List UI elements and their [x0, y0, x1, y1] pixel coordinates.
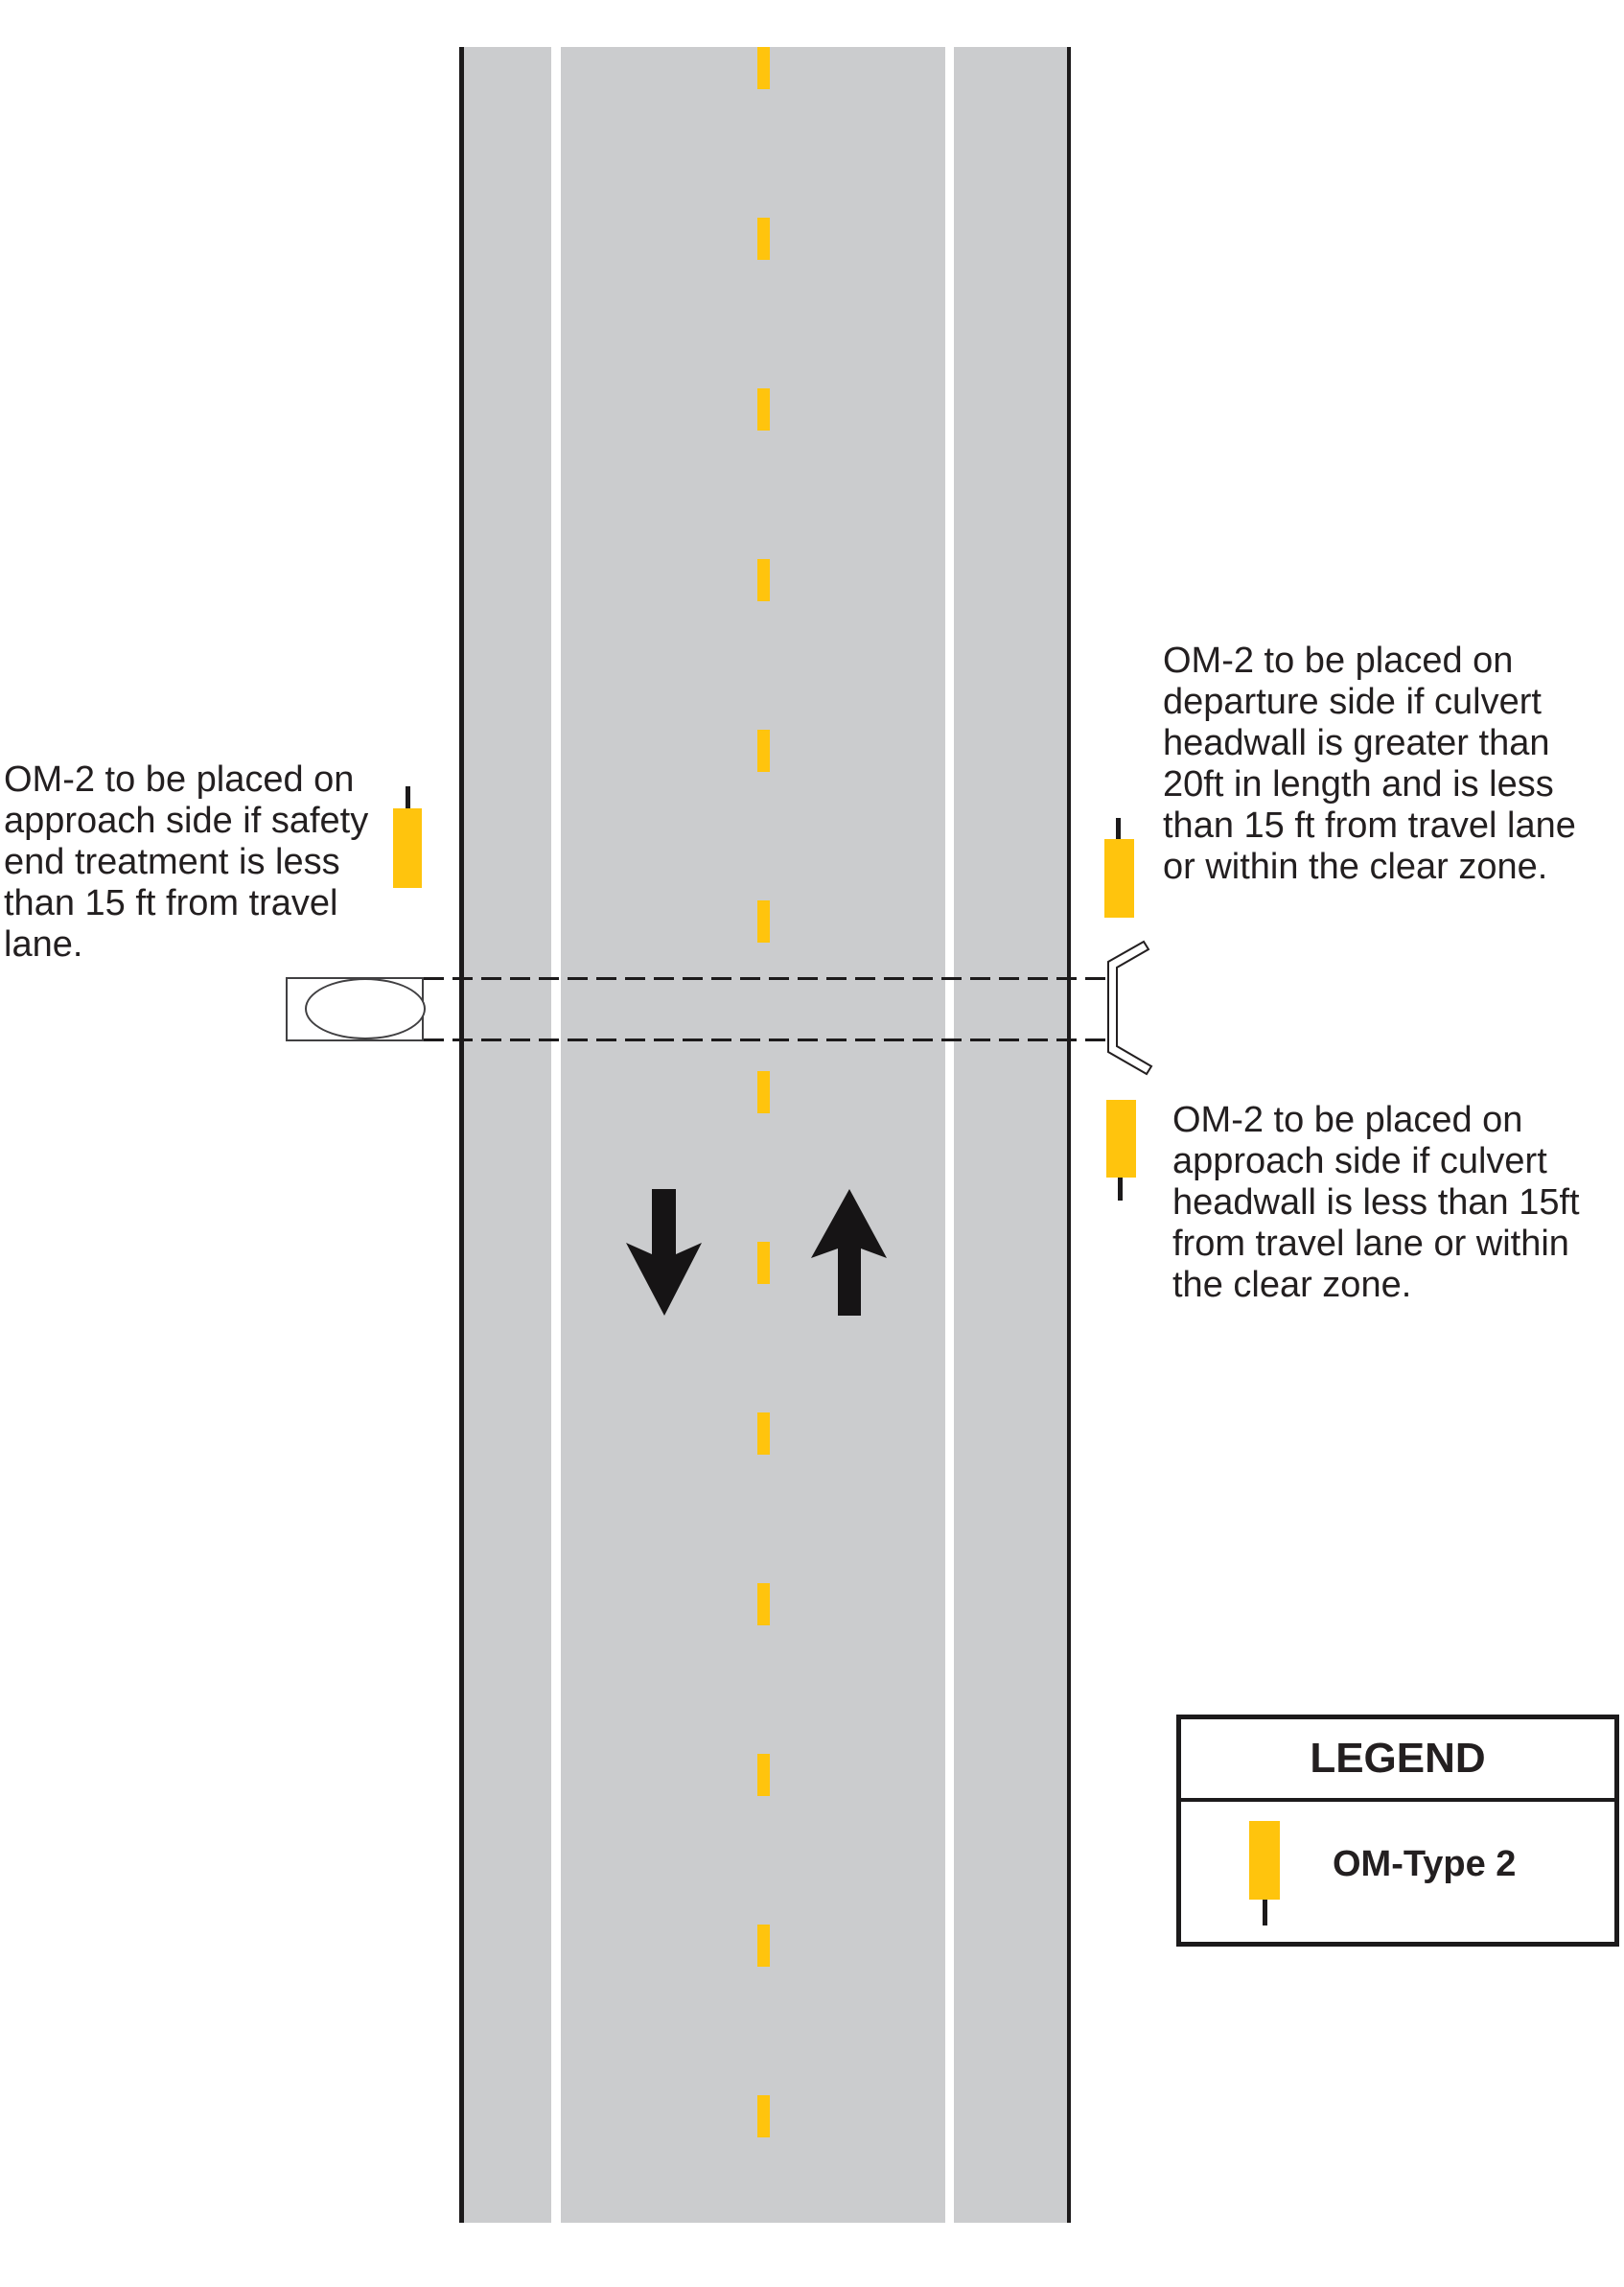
lane-line-left [551, 47, 561, 2223]
legend: LEGEND OM-Type 2 [1176, 1715, 1619, 1947]
road-edge-line-left [459, 47, 464, 2223]
lane-direction-arrows [626, 1189, 887, 1316]
down-arrow-icon [626, 1189, 702, 1316]
safety-end-treatment-ellipse [305, 978, 426, 1039]
om2-marker-icon [393, 808, 422, 888]
marker-post [1263, 1900, 1267, 1925]
culvert-outline-top [424, 977, 1112, 980]
up-arrow-icon [811, 1189, 887, 1316]
annotation-bottom-right-approach-side: OM-2 to be placed on approach side if cu… [1172, 1100, 1580, 1305]
culvert-outline-bottom [424, 1038, 1112, 1041]
road-edge-line-right [1067, 47, 1071, 2223]
om-type-2-marker-icon [1249, 1821, 1280, 1900]
om2-marker-icon [1104, 839, 1134, 918]
legend-title: LEGEND [1181, 1719, 1614, 1802]
legend-body: OM-Type 2 [1181, 1802, 1614, 1947]
center-line-dashed-yellow [757, 47, 770, 2223]
annotation-top-right-departure-side: OM-2 to be placed on departure side if c… [1163, 641, 1576, 887]
annotation-left-safety-end-treatment: OM-2 to be placed on approach side if sa… [4, 759, 369, 965]
culvert-headwall-icon [1107, 940, 1153, 1076]
marker-post [1118, 1178, 1123, 1201]
lane-line-right [945, 47, 954, 2223]
marker-post [406, 786, 410, 808]
legend-item-label: OM-Type 2 [1333, 1844, 1517, 1884]
marker-post [1116, 818, 1121, 839]
om2-marker-icon [1106, 1100, 1136, 1178]
